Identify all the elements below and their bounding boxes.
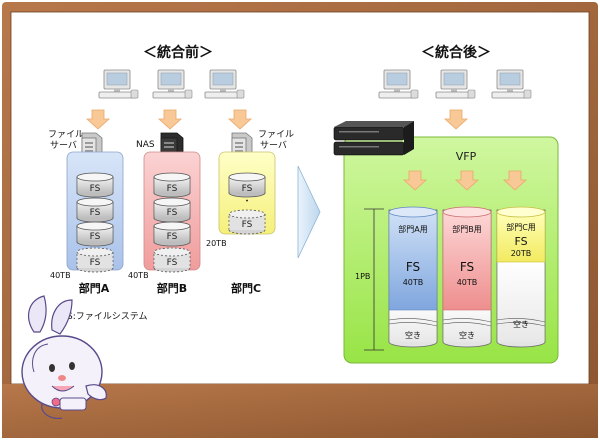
fs-label: FS xyxy=(242,220,253,230)
before-title: ＜統合前＞ xyxy=(143,44,213,61)
mascot-character xyxy=(21,295,107,419)
capacity-scale xyxy=(364,208,384,351)
file-server-label-c: サーバ xyxy=(260,140,287,151)
column-label: 部門A用 xyxy=(398,224,427,234)
column-capacity: 40TB xyxy=(403,278,424,287)
fs-label: FS xyxy=(90,208,101,218)
column-capacity: 40TB xyxy=(457,278,478,287)
column-fs-label: FS xyxy=(406,260,420,274)
fs-label: FS xyxy=(90,184,101,194)
total-capacity-label: 1PB xyxy=(355,272,370,281)
fs-label: FS xyxy=(90,232,101,242)
file-server-label-a: ファイル xyxy=(48,130,84,140)
dept-name: 部門B xyxy=(157,281,187,295)
column-free-label: 空き xyxy=(513,319,529,329)
column-free-label: 空き xyxy=(405,330,421,340)
capacity-label: 40TB xyxy=(50,271,71,280)
ellipsis-label: ・ xyxy=(242,197,251,207)
column-label: 部門B用 xyxy=(452,224,482,234)
file-server-label-a: サーバ xyxy=(50,140,77,151)
rack-server-icon xyxy=(333,121,414,156)
column-dept-a xyxy=(388,206,438,348)
fs-label: FS xyxy=(242,184,253,194)
fs-label: FS xyxy=(90,258,101,268)
column-dept-b xyxy=(442,206,492,348)
capacity-label: 40TB xyxy=(128,271,149,280)
transition-arrow-icon xyxy=(297,165,321,259)
dept-name: 部門A xyxy=(79,281,110,295)
fs-label: FS xyxy=(167,208,178,218)
file-server-label-c: ファイル xyxy=(258,130,294,140)
dept-name: 部門C xyxy=(231,281,261,295)
column-dept-c xyxy=(496,206,546,348)
column-free-label: 空き xyxy=(459,330,475,340)
column-label: 部門C用 xyxy=(506,222,536,232)
fs-label: FS xyxy=(167,184,178,194)
column-fs-label: FS xyxy=(460,260,474,274)
nas-label: NAS xyxy=(136,140,155,150)
legend-text: FS:ファイルシステム xyxy=(62,311,148,322)
after-title: ＜統合後＞ xyxy=(421,44,491,61)
column-capacity: 20TB xyxy=(511,249,532,258)
capacity-label: 20TB xyxy=(206,239,227,248)
fs-label: FS xyxy=(167,232,178,242)
vfp-label: VFP xyxy=(456,150,477,163)
column-fs-label: FS xyxy=(514,235,527,248)
fs-label: FS xyxy=(167,258,178,268)
